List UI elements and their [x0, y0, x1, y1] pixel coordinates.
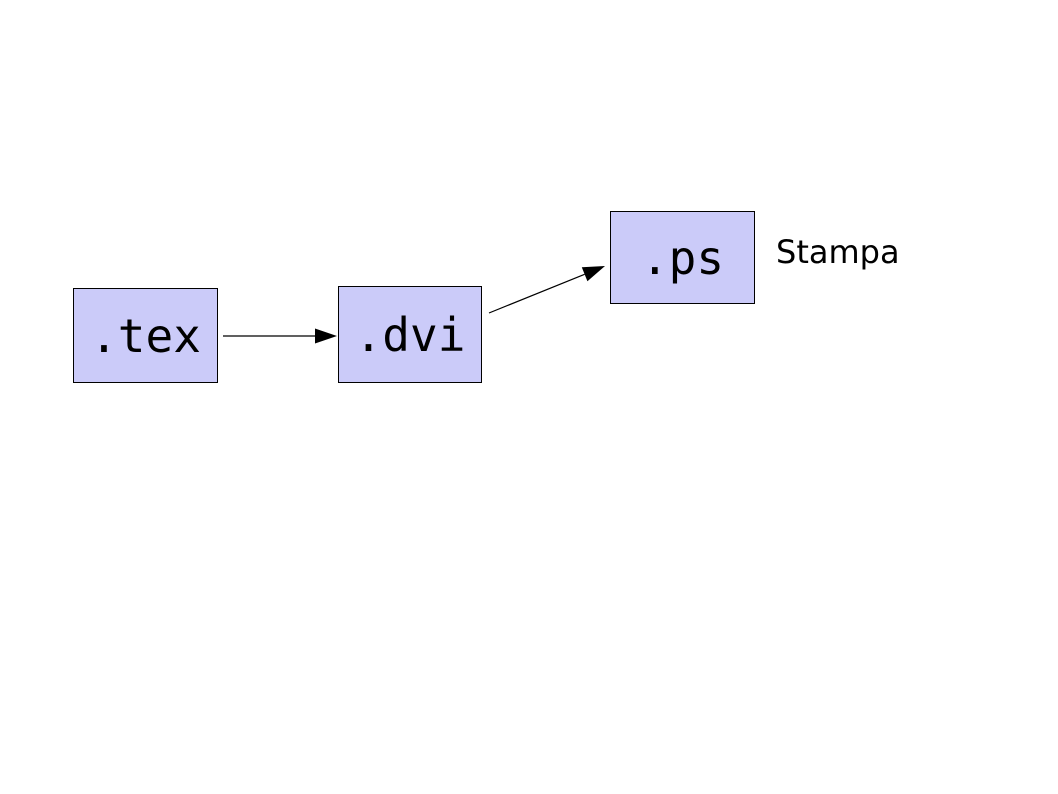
- arrow-tex-to-dvi-head: [315, 328, 337, 344]
- arrow-tex-to-dvi: [223, 328, 337, 344]
- node-ps-label: .ps: [640, 230, 725, 285]
- arrow-dvi-to-ps: [488, 266, 605, 314]
- node-dvi-label: .dvi: [354, 307, 466, 362]
- node-tex: .tex: [73, 288, 218, 383]
- node-tex-label: .tex: [90, 308, 201, 363]
- arrow-dvi-to-ps-head: [581, 266, 605, 282]
- stampa-label: Stampa: [776, 233, 900, 271]
- node-dvi: .dvi: [338, 286, 482, 383]
- node-ps: .ps: [610, 211, 755, 304]
